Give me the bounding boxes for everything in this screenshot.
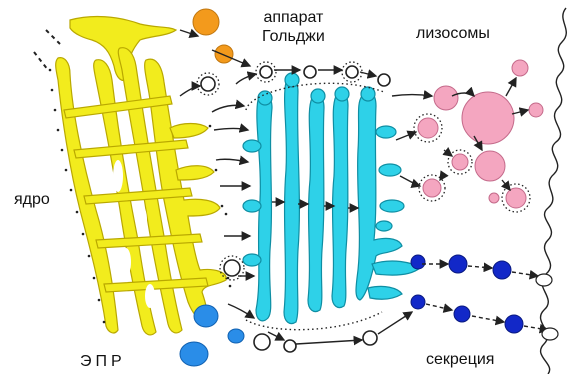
orange-vesicles: [193, 9, 233, 63]
plasma-membrane: [541, 8, 567, 374]
golgi-label-line2: Гольджи: [262, 27, 325, 46]
golgi-label: аппарат Гольджи: [262, 8, 325, 46]
er-label: ЭПР: [80, 352, 126, 371]
secretory-granules: [411, 255, 523, 333]
early-secretory-vesicles: [180, 305, 244, 366]
nucleus-label: ядро: [14, 190, 50, 209]
endoplasmic-reticulum: [56, 17, 227, 335]
golgi-apparatus: [243, 73, 420, 324]
secretion-label: секреция: [426, 350, 494, 369]
golgi-label-line1: аппарат: [262, 8, 325, 27]
lysosomes-label: лизосомы: [416, 24, 490, 43]
lysosomes: [418, 60, 543, 208]
